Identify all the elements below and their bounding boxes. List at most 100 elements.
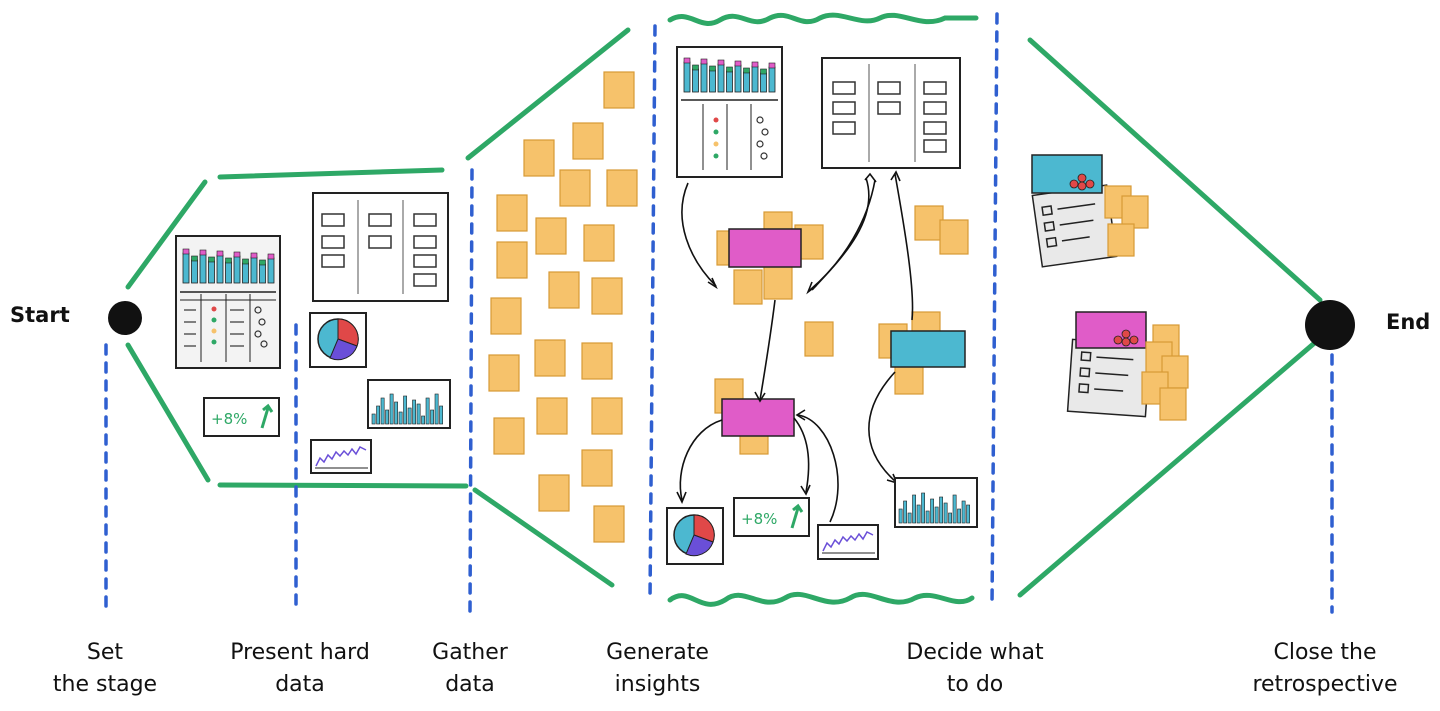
mini-bar <box>916 504 921 524</box>
funnel-outline <box>125 12 1323 607</box>
mini-bar <box>407 407 412 425</box>
mini-bar <box>925 510 930 524</box>
dashboard-board-insights <box>676 46 783 178</box>
mini-bar-cap <box>199 249 207 256</box>
mini-bar-cap <box>259 259 266 266</box>
mini-bar <box>912 494 917 524</box>
mini-bar <box>421 415 426 425</box>
start-dot <box>108 301 142 335</box>
mini-bar <box>371 413 376 425</box>
mini-bar <box>768 66 776 93</box>
sticky-note <box>914 205 944 241</box>
mini-bar <box>948 512 953 524</box>
mini-bar <box>717 63 725 93</box>
mini-bar-cap <box>216 250 224 257</box>
sticky-note <box>490 297 522 335</box>
mini-bar-cap <box>233 251 241 258</box>
mini-bar <box>403 395 408 425</box>
mini-bar <box>734 64 742 93</box>
mini-bar <box>434 393 439 425</box>
sticky-note <box>606 169 638 207</box>
sticky-note <box>603 71 635 109</box>
metric-badge-insights-text: +8% <box>741 510 777 528</box>
metric-badge-insights: +8% <box>733 497 810 537</box>
insight-card-magenta-2 <box>721 398 795 437</box>
mini-bar <box>760 72 767 93</box>
mini-bar <box>957 508 962 524</box>
mini-bar <box>191 259 198 284</box>
mini-bar-cap <box>734 60 742 67</box>
sticky-note <box>572 122 604 160</box>
sticky-note <box>804 321 834 357</box>
decide-sticky-notes <box>914 205 969 255</box>
action-card-2 <box>1066 311 1152 418</box>
mini-bar <box>966 504 971 524</box>
mini-bar <box>430 409 435 425</box>
sticky-note <box>493 417 525 455</box>
mini-bar <box>199 253 207 284</box>
mini-bar <box>903 500 908 524</box>
mini-bar <box>751 65 759 93</box>
mini-bar <box>233 255 241 284</box>
mini-bar <box>921 492 926 524</box>
sticky-note <box>1159 387 1187 421</box>
end-label: End <box>1386 310 1431 334</box>
mini-bar <box>398 411 403 425</box>
mini-bar <box>394 401 399 425</box>
stage-label-decide-what-to-do: Decide what to do <box>906 640 1044 697</box>
sticky-note <box>536 397 568 435</box>
mini-bar <box>250 256 258 284</box>
sticky-note <box>496 194 528 232</box>
mini-bar-cap <box>760 68 767 75</box>
mini-bar <box>743 71 750 93</box>
sticky-board-1 <box>312 192 449 302</box>
sticky-board-2 <box>821 57 961 169</box>
sticky-note <box>1107 223 1135 257</box>
sticky-note <box>581 342 613 380</box>
mini-bar <box>439 405 444 425</box>
mini-bar <box>182 252 190 284</box>
mini-bar-cap <box>208 256 215 263</box>
line-chart-present <box>310 439 372 474</box>
mini-bar-cap <box>768 62 776 69</box>
mini-bar <box>709 69 716 93</box>
mini-bar <box>692 68 699 93</box>
stage-label-generate-insights: Generate insights <box>606 640 709 697</box>
action-card-1 <box>1031 154 1118 268</box>
sticky-note <box>733 269 763 305</box>
mini-bar-cap <box>182 248 190 255</box>
mini-bar <box>898 508 903 524</box>
stage-label-gather-data: Gather data <box>432 640 508 697</box>
mini-bar-cap <box>743 67 750 74</box>
sticky-note <box>538 474 570 512</box>
mini-bar <box>416 403 421 425</box>
insight-arrows <box>676 170 914 523</box>
stage-label-close-retrospective: Close the retrospective <box>1252 640 1398 697</box>
mini-bar <box>425 397 430 425</box>
mini-bar <box>934 506 939 524</box>
mini-bar <box>225 261 232 284</box>
sticky-note <box>548 271 580 309</box>
mini-bar <box>952 494 957 524</box>
mini-bar <box>700 62 708 93</box>
mini-bar <box>943 502 948 524</box>
insight-card-magenta-1 <box>728 228 802 268</box>
mini-bar-cap <box>250 252 258 259</box>
dashboard-board <box>175 235 281 369</box>
mini-bar-cap <box>709 65 716 72</box>
mini-bar <box>389 393 394 425</box>
mini-bar <box>907 512 912 524</box>
sticky-note <box>593 505 625 543</box>
mini-bar-cap <box>267 253 275 260</box>
mini-bar <box>376 405 381 425</box>
end-dot <box>1305 300 1355 350</box>
start-label: Start <box>10 303 70 327</box>
mini-bar <box>961 500 966 524</box>
mini-bar <box>939 496 944 524</box>
mini-bar-cap <box>700 58 708 65</box>
stage-label-set-stage: Set the stage <box>52 640 158 697</box>
mini-bar-cap <box>692 64 699 71</box>
insight-card-teal <box>890 330 966 368</box>
mini-bar <box>385 409 390 425</box>
sticky-note <box>581 449 613 487</box>
